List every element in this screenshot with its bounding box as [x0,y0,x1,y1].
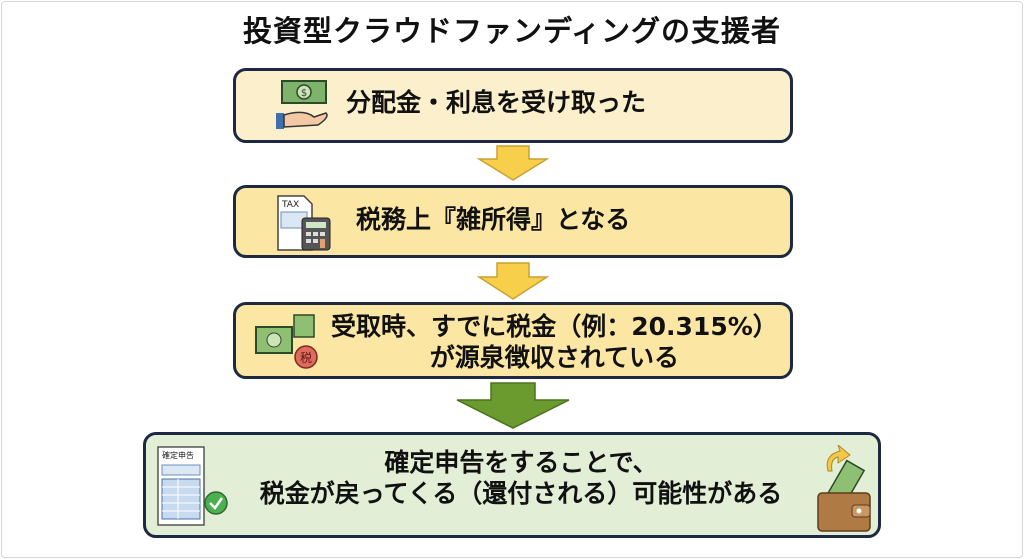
step-text-line1: 受取時、すでに税金（例：20.315%） [331,312,778,341]
step-withholding-tax: 税 受取時、すでに税金（例：20.315%） が源泉徴収されている [233,302,793,379]
money-hand-icon: $ [276,80,328,129]
tax-return-form-icon: 確定申告 [157,446,228,526]
tax-calculator-icon: TAX [277,195,331,251]
step-misc-income: TAX 税務上『雑所得』となる [233,185,793,258]
svg-text:税: 税 [300,351,312,365]
step-text: 税務上『雑所得』となる [356,205,631,234]
step-text: 確定申告をすることで、 税金が戻ってくる（還付される）可能性がある [226,447,816,510]
step-text-line1: 確定申告をすることで、 [384,448,658,477]
svg-text:確定申告: 確定申告 [162,450,194,460]
step-received-dividends: $ 分配金・利息を受け取った [233,68,793,143]
svg-text:$: $ [301,88,307,99]
step-text-line2: 税金が戻ってくる（還付される）可能性がある [259,479,783,509]
step-text: 分配金・利息を受け取った [346,88,647,117]
step-tax-refund: 確定申告 確定申告をすることで、 税金が戻ってくる（還付される）可能性がある [143,432,881,538]
step-text-line2: が源泉徴収されている [429,343,680,373]
diagram-title: 投資型クラウドファンディングの支援者 [243,14,781,48]
down-arrow-icon [477,145,549,181]
down-arrow-icon [456,382,570,429]
down-arrow-icon [477,262,549,300]
wallet-refund-icon [817,445,871,532]
svg-text:TAX: TAX [281,200,299,210]
withheld-tax-money-icon: 税 [255,314,318,369]
step-text: 受取時、すでに税金（例：20.315%） が源泉徴収されている [331,311,778,374]
